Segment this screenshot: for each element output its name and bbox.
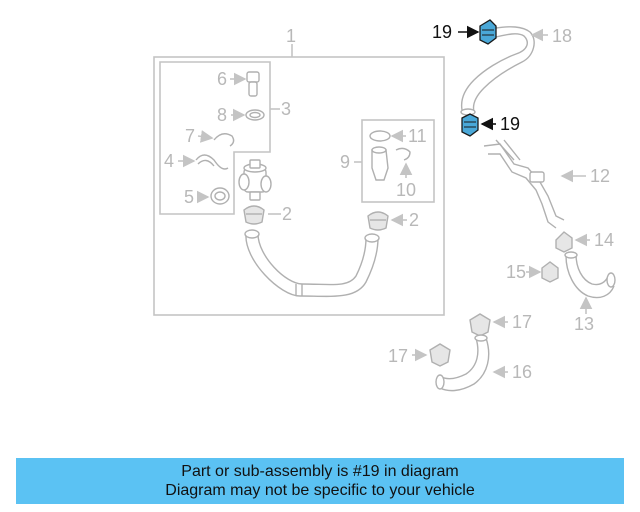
part-15-clamp: 15 xyxy=(506,261,559,283)
callout-17-left: 17 xyxy=(388,346,408,366)
part-2-clamp-right: 2 xyxy=(367,210,419,231)
part-19-clamp-lower: 19 xyxy=(461,113,520,137)
part-17-clamp-left: 17 xyxy=(388,343,451,367)
callout-18: 18 xyxy=(552,26,572,46)
callout-3: 3 xyxy=(281,99,291,119)
part-11-gasket: 11 xyxy=(369,126,427,146)
info-banner: Part or sub-assembly is #19 in diagram D… xyxy=(16,458,624,504)
callout-7: 7 xyxy=(185,126,195,146)
callout-9: 9 xyxy=(340,152,350,172)
part-10-clip: 10 xyxy=(395,147,416,200)
part-16-hose: 16 xyxy=(435,334,532,392)
callout-17-right: 17 xyxy=(512,312,532,332)
part-7-clip: 7 xyxy=(185,126,235,147)
callout-15: 15 xyxy=(506,262,526,282)
part-6-bleeder: 6 xyxy=(217,69,260,97)
callout-12: 12 xyxy=(590,166,610,186)
part-18-hose: 18 xyxy=(460,26,572,116)
callout-2-left: 2 xyxy=(282,204,292,224)
part-lower-hose xyxy=(244,229,380,298)
part-9-thermostat xyxy=(371,146,389,181)
part-5-oring: 5 xyxy=(184,187,230,207)
sub-assembly-box-3: 3 xyxy=(159,61,291,215)
callout-1: 1 xyxy=(286,26,296,46)
part-17-clamp-right: 17 xyxy=(469,312,532,337)
part-2-clamp-left: 2 xyxy=(243,204,292,225)
callout-2-right: 2 xyxy=(409,210,419,230)
part-8-oring: 8 xyxy=(217,105,265,125)
banner-line-2: Diagram may not be specific to your vehi… xyxy=(165,482,475,499)
part-14-clamp: 14 xyxy=(555,230,614,253)
sub-assembly-box-9: 9 xyxy=(340,119,435,203)
banner-line-1: Part or sub-assembly is #19 in diagram xyxy=(181,463,459,480)
parts-diagram: 1 3 9 6 8 7 4 xyxy=(153,19,616,392)
callout-10: 10 xyxy=(396,180,416,200)
part-19-clamp-top: 19 xyxy=(432,19,497,45)
assembly-box-1: 1 xyxy=(153,26,445,316)
callout-13: 13 xyxy=(574,314,594,334)
part-flange-housing xyxy=(238,159,272,201)
callout-6: 6 xyxy=(217,69,227,89)
callout-16: 16 xyxy=(512,362,532,382)
part-12-pipe: 12 xyxy=(483,139,610,229)
callout-4: 4 xyxy=(164,151,174,171)
part-13-hose: 13 xyxy=(564,251,616,334)
callout-8: 8 xyxy=(217,105,227,125)
callout-5: 5 xyxy=(184,187,194,207)
callout-19-lower: 19 xyxy=(500,114,520,134)
callout-11: 11 xyxy=(408,126,427,146)
callout-14: 14 xyxy=(594,230,614,250)
callout-19-top: 19 xyxy=(432,22,452,42)
part-4-spring-clip: 4 xyxy=(164,151,229,171)
